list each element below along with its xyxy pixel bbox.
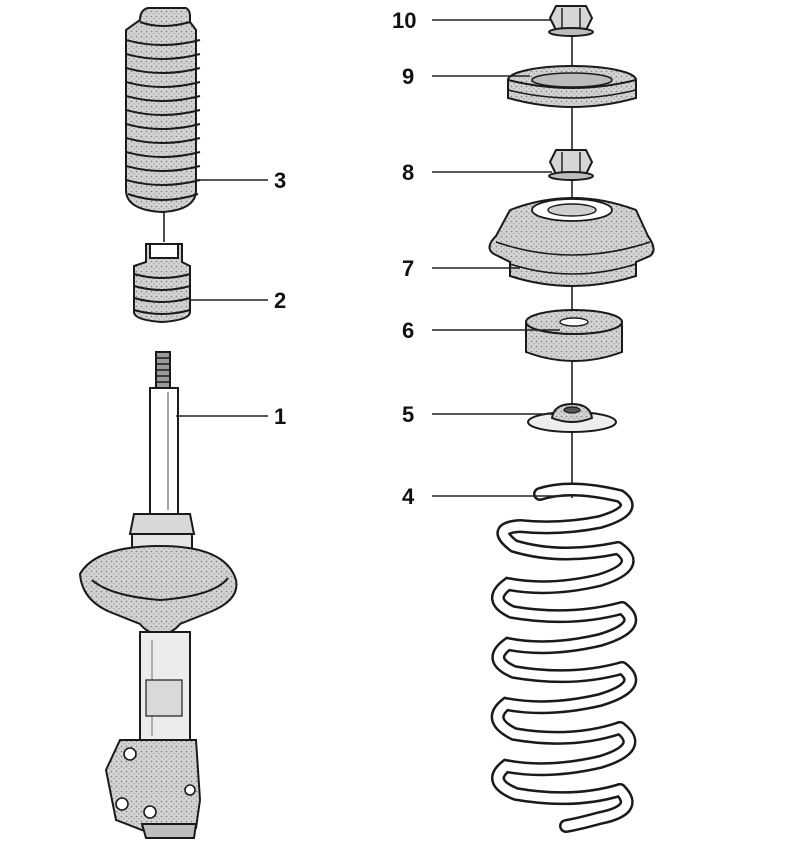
strut-body [78, 351, 238, 839]
callout-3: 3 [274, 168, 286, 193]
top-nut [548, 5, 594, 37]
strut-mount [488, 197, 655, 287]
coil-spring-highlight [493, 485, 635, 831]
spring-washer [527, 402, 617, 433]
callout-5: 5 [402, 402, 414, 427]
callout-8: 8 [402, 160, 414, 185]
bump-stop [133, 243, 191, 324]
dust-boot [125, 7, 201, 214]
nut [548, 149, 594, 181]
callout-6: 6 [402, 318, 414, 343]
callout-9: 9 [402, 64, 414, 89]
callout-7: 7 [402, 256, 414, 281]
support-bearing [507, 65, 637, 108]
spacer-cylinder [525, 309, 623, 362]
callout-1: 1 [274, 404, 286, 429]
coil-spring [490, 482, 638, 833]
callout-2: 2 [274, 288, 286, 313]
callout-10: 10 [392, 8, 416, 33]
callout-4: 4 [402, 484, 415, 509]
